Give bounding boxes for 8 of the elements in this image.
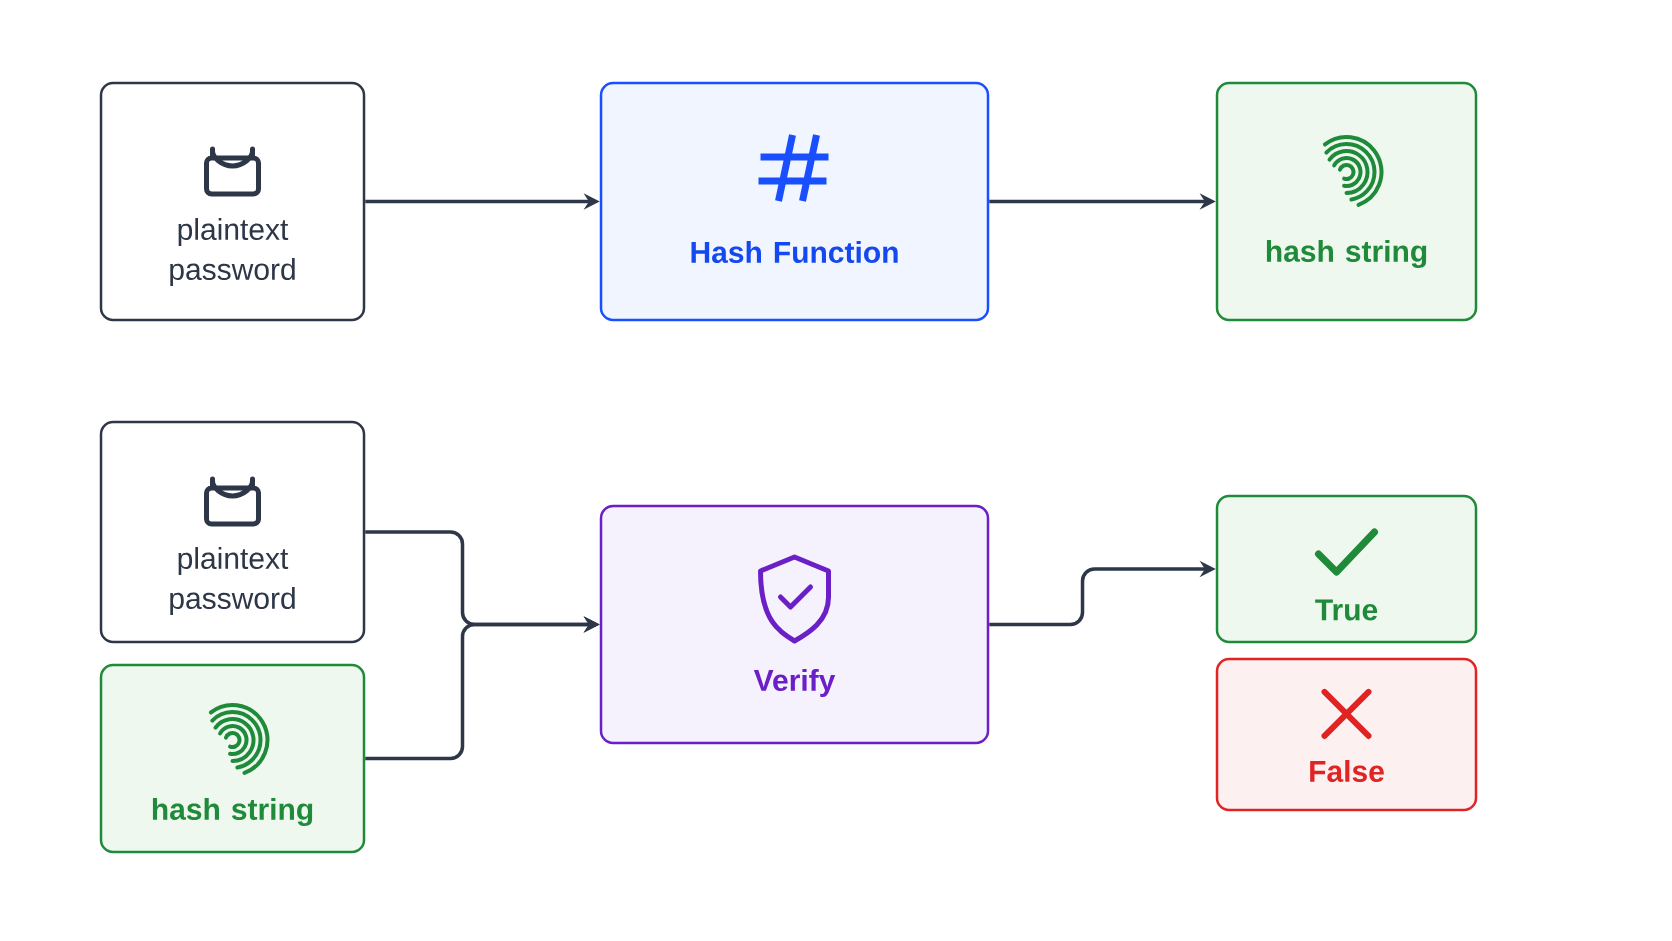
process-box: Verify: [599, 504, 990, 745]
process-box: Hash Function: [599, 81, 990, 322]
process-box: hash string: [1215, 81, 1478, 322]
process-box: plaintext password: [99, 420, 366, 644]
process-box: hash string: [99, 663, 366, 854]
process-box: plaintext password: [99, 81, 366, 322]
process-box: True: [1215, 494, 1478, 644]
process-box: False: [1215, 657, 1478, 812]
